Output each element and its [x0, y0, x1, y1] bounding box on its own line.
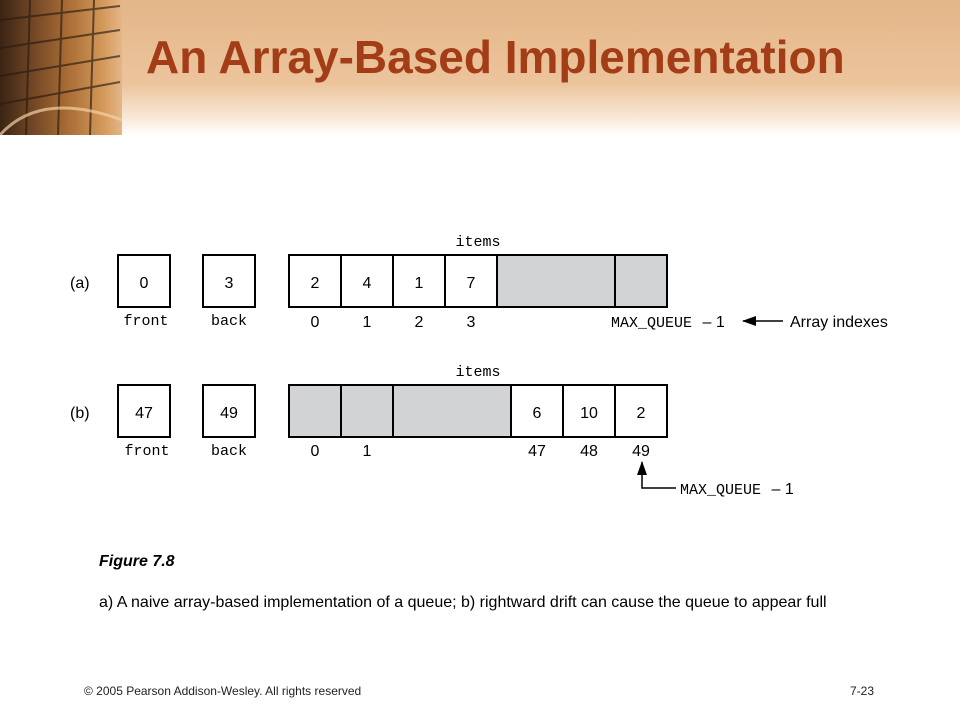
part-b-cell-empty-wide	[392, 384, 512, 438]
part-a-back-box	[202, 254, 256, 308]
part-b-index-arrow	[637, 461, 676, 489]
header-photo	[0, 0, 122, 135]
part-b-front-label: front	[124, 443, 169, 460]
part-b-item-47: 6	[533, 405, 542, 422]
queue-diagram: (a) 0 front 3 back items 2 4 1 7 0 1 2 3…	[70, 234, 888, 499]
part-a-front-box	[117, 254, 171, 308]
slide-title: An Array-Based Implementation	[146, 31, 845, 83]
part-a-max-queue-label: MAX_QUEUE – 1	[611, 314, 725, 332]
part-a-array: 2 4 1 7	[288, 254, 668, 308]
part-b-cell-1	[340, 384, 394, 438]
part-a-front-value: 0	[140, 275, 149, 292]
part-a-cell-empty-wide	[496, 254, 616, 308]
part-b-front-box	[117, 384, 171, 438]
part-a-label: (a)	[70, 275, 90, 292]
part-b-back-box	[202, 384, 256, 438]
part-b-cell-49	[614, 384, 668, 438]
part-a-front-label: front	[123, 313, 168, 330]
part-a-index-1: 1	[363, 314, 372, 331]
part-b-item-49: 2	[637, 405, 646, 422]
part-a-max-queue-suffix: – 1	[702, 314, 724, 331]
part-b-front-value: 47	[135, 405, 153, 422]
header-band	[0, 0, 960, 135]
part-b-max-queue-label: MAX_QUEUE – 1	[680, 481, 794, 499]
part-a-index-0: 0	[311, 314, 320, 331]
slide-number: 7-23	[850, 684, 875, 698]
part-b-max-queue-suffix: – 1	[771, 481, 793, 498]
part-a-item-3: 7	[467, 275, 476, 292]
part-a-max-queue-name: MAX_QUEUE	[611, 315, 692, 332]
part-b-cell-48	[562, 384, 616, 438]
part-a-item-2: 1	[415, 275, 424, 292]
part-a-cell-0	[288, 254, 342, 308]
part-b-back-label: back	[211, 443, 247, 460]
copyright-notice: © 2005 Pearson Addison-Wesley. All right…	[84, 684, 362, 698]
part-b-index-48: 48	[580, 443, 598, 460]
figure-label: Figure 7.8	[99, 553, 175, 570]
part-a-cell-last	[614, 254, 668, 308]
part-b-index-49: 49	[632, 443, 650, 460]
part-b-index-0: 0	[311, 443, 320, 460]
part-a-back-value: 3	[225, 275, 234, 292]
part-a-item-1: 4	[363, 275, 372, 292]
part-b-items-label: items	[455, 364, 500, 381]
part-a-item-0: 2	[311, 275, 320, 292]
part-b-index-1: 1	[363, 443, 372, 460]
part-b-item-48: 10	[580, 405, 598, 422]
part-b-back-value: 49	[220, 405, 238, 422]
part-a-back-label: back	[211, 313, 247, 330]
part-b-label: (b)	[70, 405, 90, 422]
part-b-cell-0	[288, 384, 342, 438]
part-a-items-label: items	[455, 234, 500, 251]
part-b-array: 6 10 2	[288, 384, 668, 438]
part-b-max-queue-name: MAX_QUEUE	[680, 482, 761, 499]
figure-caption: a) A naive array-based implementation of…	[99, 594, 827, 611]
part-a-arrow-label: Array indexes	[790, 314, 888, 331]
part-b-index-47: 47	[528, 443, 546, 460]
part-a-index-2: 2	[415, 314, 424, 331]
part-a-index-3: 3	[467, 314, 476, 331]
